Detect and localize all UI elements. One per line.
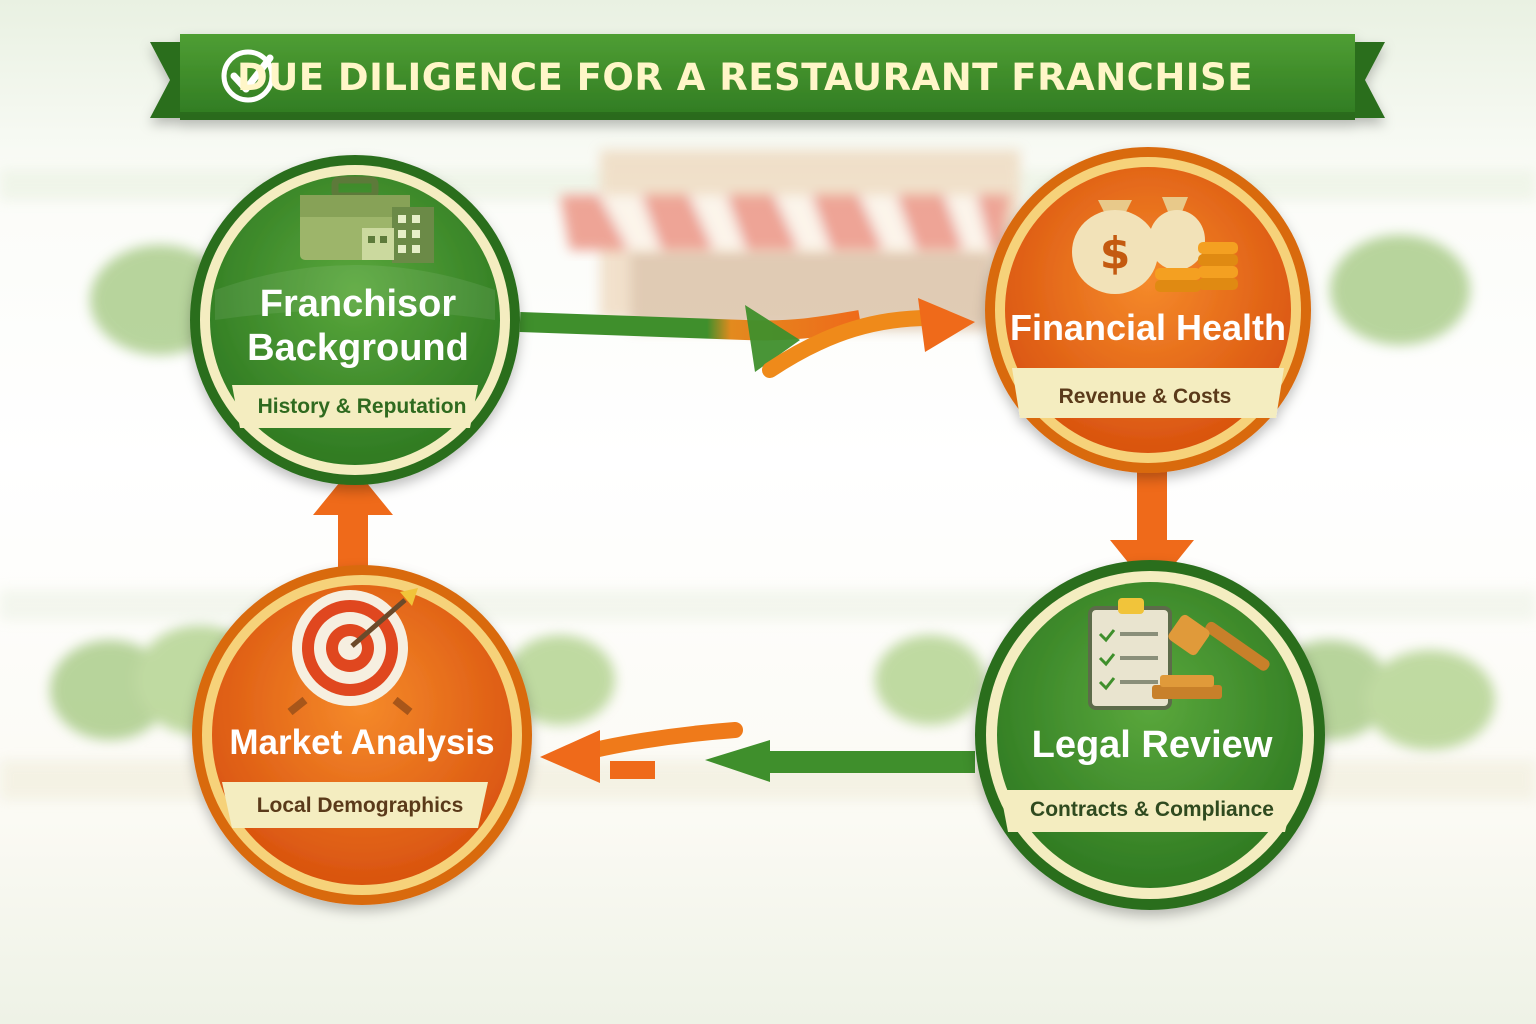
node-subtitle-franchisor: History & Reputation <box>258 395 467 418</box>
arrow-franchisor-to-financial <box>519 298 975 378</box>
svg-text:$: $ <box>1100 228 1131 279</box>
node-title-market: Market Analysis <box>229 723 494 762</box>
node-title-financial: Financial Health <box>1010 307 1286 348</box>
node-subtitle-market: Local Demographics <box>257 794 464 817</box>
node-market-analysis <box>192 565 532 905</box>
node-title-franchisor-line2: Background <box>247 327 469 369</box>
page-title: DUE DILIGENCE FOR A RESTAURANT FRANCHISE <box>237 56 1253 99</box>
node-subtitle-legal: Contracts & Compliance <box>1030 798 1274 821</box>
clipboard-gavel-icon <box>1088 598 1270 710</box>
node-title-legal: Legal Review <box>1032 724 1273 766</box>
node-title-franchisor: Franchisor <box>260 283 457 325</box>
target-icon <box>287 588 418 716</box>
arrow-legal-to-market <box>540 722 975 783</box>
briefcase-building-icon <box>300 176 434 263</box>
checkmark-icon <box>221 49 275 103</box>
storefront-awning <box>560 195 1010 250</box>
money-bags-icon: $ <box>1072 197 1238 294</box>
title-banner <box>150 34 1385 120</box>
node-subtitle-financial: Revenue & Costs <box>1059 385 1232 408</box>
